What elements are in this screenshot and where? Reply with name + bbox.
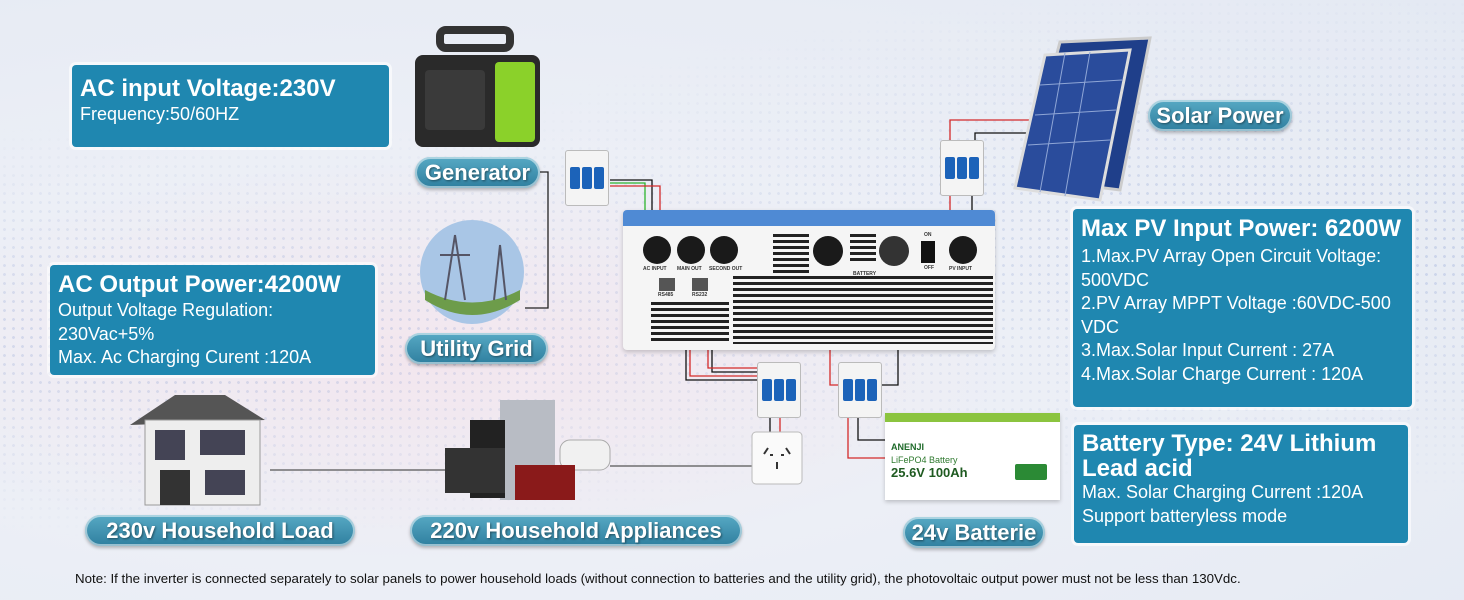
main-out-port	[677, 236, 705, 264]
battery-charge-icon	[1015, 464, 1047, 480]
ac-input-line: Frequency:50/60HZ	[80, 104, 240, 124]
pv-line: 3.Max.Solar Input Current : 27A	[1081, 340, 1335, 360]
battery-type-label: LiFePO4 Battery	[891, 455, 958, 465]
rs485-port	[659, 278, 675, 291]
vent	[651, 302, 729, 342]
comm-port-label: RS232	[692, 292, 708, 298]
port-label: PV INPUT	[949, 266, 973, 272]
battery-type-box: Battery Type: 24V Lithium Lead acid Max.…	[1074, 425, 1408, 543]
appliances-image	[445, 400, 611, 500]
battery-neg-port	[879, 236, 909, 266]
battery-spec: 25.6V 100Ah	[891, 465, 968, 480]
port-label: BATTERY	[853, 271, 877, 277]
appliances-label: 220v Household Appliances	[410, 515, 742, 546]
pv-line: 4.Max.Solar Charge Current : 120A	[1081, 363, 1364, 384]
pv-line: 1.Max.PV Array Open Circuit Voltage:	[1081, 246, 1382, 266]
inverter: AC INPUT MAIN OUT SECOND OUT BATTERY PV …	[623, 210, 995, 350]
comm-port-label: RS485	[658, 292, 674, 298]
ac-output-line: 230Vac+5%	[58, 323, 155, 344]
batterie-label: 24v Batterie	[903, 517, 1045, 548]
ac-output-line: Max. Ac Charging Curent :120A	[58, 347, 312, 367]
footnote: Note: If the inverter is connected separ…	[75, 571, 1241, 586]
solar-panel-image	[1013, 36, 1152, 202]
pv-line: VDC	[1081, 316, 1120, 337]
wire-pv-red	[949, 119, 1030, 140]
power-switch	[921, 241, 935, 263]
pv-line: 2.PV Array MPPT Voltage :60VDC-500	[1081, 293, 1391, 313]
battery-type-title: Battery Type: 24V Lithium Lead acid	[1082, 430, 1377, 482]
battery-brand: ANENJI	[891, 442, 925, 452]
vent	[850, 234, 876, 264]
utility-grid-image	[420, 220, 524, 324]
battery-product: ANENJI LiFePO4 Battery 25.6V 100Ah	[885, 413, 1060, 500]
vent	[733, 276, 993, 344]
breaker-output	[757, 362, 801, 418]
battery-type-line: Support batteryless mode	[1082, 505, 1288, 526]
wire-pv-black	[974, 132, 1030, 140]
port-label: MAIN OUT	[677, 266, 702, 272]
ac-input-box: AC input Voltage:230V Frequency:50/60HZ	[72, 65, 389, 147]
ac-input-port	[643, 236, 671, 264]
rs232-port	[692, 278, 708, 291]
wall-outlet	[751, 431, 803, 485]
solar-power-label: Solar Power	[1148, 100, 1292, 131]
switch-label: ON	[924, 232, 932, 238]
breaker-ac-input	[565, 150, 609, 206]
household-load-label: 230v Household Load	[85, 515, 355, 546]
battery-type-line: Max. Solar Charging Current :120A	[1082, 482, 1364, 502]
ac-output-title: AC Output Power:4200W	[58, 271, 341, 298]
generator-label: Generator	[415, 157, 540, 188]
breaker-pv	[940, 140, 984, 196]
utility-grid-label: Utility Grid	[405, 333, 548, 364]
generator-image	[415, 26, 540, 147]
second-out-port	[710, 236, 738, 264]
pv-line: 500VDC	[1081, 269, 1150, 290]
port-label: AC INPUT	[643, 266, 667, 272]
battery-pos-port	[813, 236, 843, 266]
pv-box: Max PV Input Power: 6200W 1.Max.PV Array…	[1073, 209, 1412, 407]
ac-output-box: AC Output Power:4200W Output Voltage Reg…	[50, 265, 375, 375]
ac-input-title: AC input Voltage:230V	[80, 75, 336, 102]
switch-label: OFF	[924, 265, 934, 271]
ac-output-line: Output Voltage Regulation:	[58, 300, 274, 320]
breaker-battery	[838, 362, 882, 418]
pv-input-port	[949, 236, 977, 264]
pv-title: Max PV Input Power: 6200W	[1081, 215, 1402, 242]
wire-generator-grid	[525, 171, 549, 309]
house-image	[130, 395, 265, 506]
port-label: SECOND OUT	[709, 266, 743, 272]
